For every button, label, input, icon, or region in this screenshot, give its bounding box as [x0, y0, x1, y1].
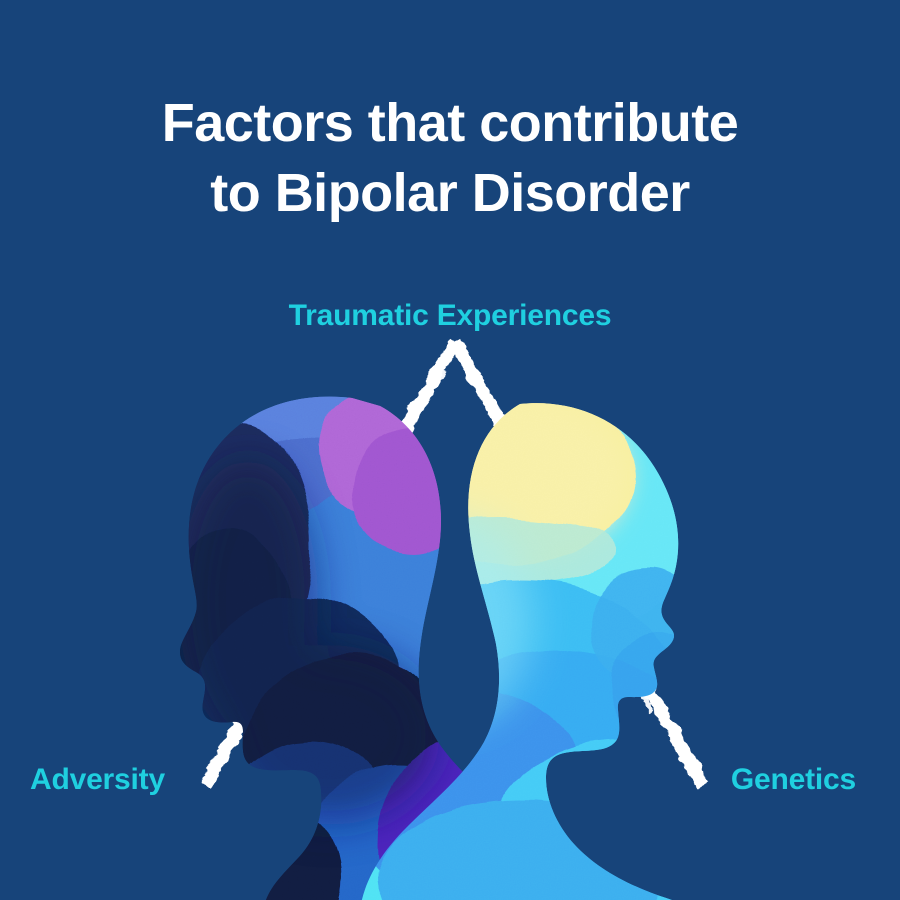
- factor-label-genetics: Genetics: [730, 763, 856, 796]
- factor-label-adversity: Adversity: [30, 763, 165, 796]
- factor-label-traumatic-experiences: Traumatic Experiences: [288, 299, 612, 332]
